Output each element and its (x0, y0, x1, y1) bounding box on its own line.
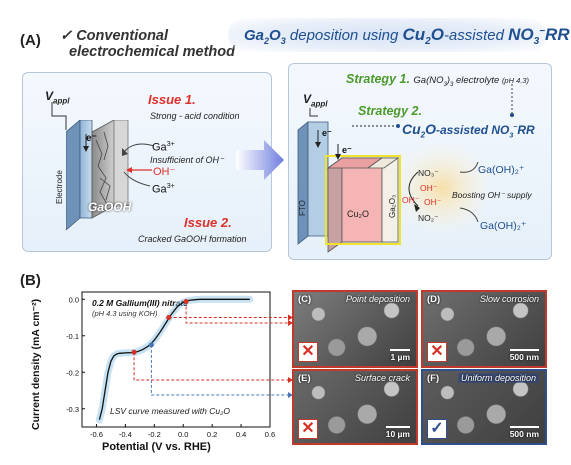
sem-title: Surface crack (354, 373, 410, 383)
electron-label: e⁻ (86, 133, 97, 144)
cross-mark-icon: ✕ (298, 419, 318, 439)
gaoh-top-label: Ga(OH)₂⁺ (478, 164, 525, 176)
y-tick-label: -0.1 (66, 332, 79, 341)
cu2o-block-label: Cu₂O (347, 209, 369, 219)
insufficient-label: Insufficient of OH⁻ (150, 155, 224, 165)
leader-arrow-d (288, 314, 293, 321)
electron-label-b: e⁻ (342, 145, 352, 155)
conventional-title-line1: Conventional (76, 28, 169, 44)
y-tick-label: -0.2 (66, 368, 79, 377)
leader-line-e (133, 352, 288, 381)
annotation-lsv: LSV curve measured with Cu₂O (110, 406, 230, 416)
oh-label: OH⁻ (153, 166, 176, 178)
ga3-top-label: Ga3+ (152, 141, 175, 154)
oh-label-3: OH⁻ (424, 197, 442, 207)
transition-arrow-icon (236, 140, 284, 180)
sem-image: (D) Slow corrosion 500 nm ✕ (421, 290, 547, 368)
gaoh-bottom-label: Ga(OH)₂⁺ (480, 220, 527, 232)
sem-image: (E) Surface crack 10 µm ✕ (292, 369, 418, 445)
scale-bar: 500 nm (509, 349, 539, 362)
no3-label: NO₃⁻ (418, 168, 439, 178)
sem-panel-label: (E) (298, 373, 311, 384)
scale-bar: 1 µm (390, 349, 410, 362)
panel-a-label: (A) (20, 32, 41, 49)
boosting-label: Boosting OH⁻ supply (452, 190, 532, 200)
sem-title: Point deposition (345, 294, 410, 304)
x-tick-label: -0.2 (148, 430, 161, 439)
vappl-label: Vappl (45, 89, 70, 106)
vappl-label-2: Vappl (303, 92, 328, 109)
scale-bar: 10 µm (385, 426, 410, 439)
cu2o-nitrate-label: Cu2O-assisted NO3−RR (402, 121, 535, 140)
strategy1-label: Strategy 1. Ga(NO3)3 electrolyte (pH 4.3… (346, 72, 530, 88)
sem-image: (F) Uniform deposition 500 nm ✓ (421, 369, 547, 445)
sem-image: (C) Point deposition 1 µm ✕ (292, 290, 418, 368)
annotation-ph: (pH 4.3 using KOH) (92, 309, 158, 318)
conventional-box (22, 72, 272, 252)
leader-arrow-f (288, 392, 293, 398)
x-tick-label: 0.4 (236, 430, 246, 439)
leader-line-f (150, 344, 288, 396)
strategy1-dashed-line (510, 84, 514, 117)
cross-mark-icon: ✕ (298, 342, 318, 362)
issue2-label: Issue 2. (184, 215, 232, 230)
scale-bar: 500 nm (509, 426, 539, 439)
issue1-desc: Strong - acid condition (150, 111, 240, 121)
panel-b-label: (B) (20, 272, 41, 289)
x-tick-label: -0.6 (90, 430, 103, 439)
x-axis-label: Potential (V vs. RHE) (102, 441, 211, 453)
electron-label-a: e⁻ (322, 128, 332, 138)
conventional-title-line2: electrochemical method (69, 44, 235, 60)
sem-panel-label: (C) (298, 294, 312, 305)
y-tick-label: 0.0 (69, 295, 79, 304)
issue2-desc: Cracked GaOOH formation (138, 234, 247, 244)
cross-mark-icon: ✕ (427, 342, 447, 362)
leader-line-c (185, 301, 288, 324)
ga3-bottom-label: Ga3+ (152, 183, 175, 196)
proposed-title-glow (228, 18, 546, 52)
proposed-title: Ga2O3 deposition using Cu2O-assisted NO3… (244, 25, 570, 47)
sem-title: Slow corrosion (479, 294, 539, 304)
check-mark-icon: ✓ (427, 419, 447, 439)
leader-arrow-c (288, 320, 293, 326)
plot-frame (81, 291, 271, 428)
conventional-heading: ✓ Conventional electrochemical method (60, 28, 235, 60)
strategy2-label: Strategy 2. (358, 104, 422, 118)
leader-arrow-e (288, 377, 293, 383)
sem-panel-label: (D) (427, 294, 441, 305)
proposed-electrode-illustration (297, 108, 494, 253)
x-tick-label: 0.0 (178, 430, 188, 439)
gaooh-label: GaOOH (88, 200, 132, 214)
oh-label-2: OH⁻ (402, 195, 420, 205)
no2-label: NO₂⁻ (418, 213, 439, 223)
y-tick-label: -0.3 (66, 405, 79, 414)
conventional-electrode-illustration (66, 120, 155, 231)
x-tick-label: 0.2 (207, 430, 217, 439)
oh-label-1: OH⁻ (420, 183, 438, 193)
sem-panel-label: (F) (427, 373, 440, 384)
issue1-label: Issue 1. (148, 92, 196, 107)
annotation-electrolyte: 0.2 M Gallium(III) nitrate (92, 298, 188, 308)
x-tick-label: 0.6 (265, 430, 275, 439)
sem-title: Uniform deposition (457, 373, 539, 383)
x-tick-label: -0.4 (119, 430, 132, 439)
check-icon: ✓ (60, 28, 73, 44)
vappl-wire (51, 102, 67, 130)
